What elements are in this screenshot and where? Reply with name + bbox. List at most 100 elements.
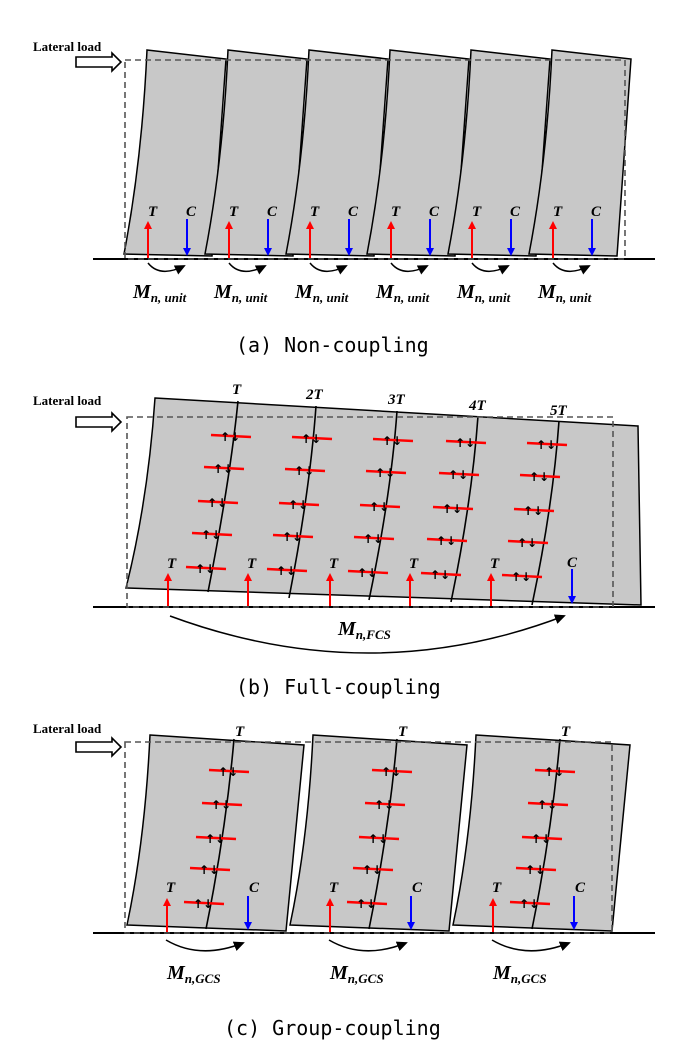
shear-connector (346, 900, 388, 906)
shear-connector (509, 900, 551, 906)
moment-arc-icon (471, 262, 510, 275)
shear-arrows-icon: ↑↓ (294, 464, 314, 478)
coupling-joints-b: T↑↓↑↓↑↓↑↓↑↓2T↑↓↑↓↑↓↑↓↑↓3T↑↓↑↓↑↓↑↓↑↓4T↑↓↑… (185, 382, 568, 606)
compression-label: C (186, 204, 197, 220)
shear-arrows-icon: ↑↓ (282, 530, 302, 544)
moment-label-unit: Mn, unit (537, 281, 592, 305)
moment-arc-icon (228, 262, 267, 275)
shear-connector (358, 835, 400, 841)
shear-arrows-icon: ↑↓ (368, 832, 388, 846)
original-position-outline (126, 416, 614, 608)
tension-label: T (553, 204, 563, 220)
tension-label: T (492, 880, 502, 896)
wall-panel (366, 49, 470, 257)
shear-connector (189, 866, 231, 872)
shear-connector (426, 537, 468, 543)
shear-connector (347, 569, 389, 575)
shear-arrows-icon: ↑↓ (519, 897, 539, 911)
shear-connector (515, 866, 557, 872)
shear-connector (203, 465, 245, 471)
moment-arc-icon (390, 262, 429, 275)
original-position-outline (124, 59, 626, 260)
shear-arrows-icon: ↑↓ (362, 863, 382, 877)
compression-label: C (575, 880, 586, 896)
shear-connector (284, 467, 326, 473)
cumulative-tension-label: 2T (305, 387, 324, 403)
shear-arrows-icon: ↑↓ (531, 832, 551, 846)
shear-arrows-icon: ↑↓ (356, 897, 376, 911)
shear-connector (210, 433, 252, 439)
shear-connector (185, 565, 227, 571)
shear-connector (266, 567, 308, 573)
shear-connector (527, 801, 569, 807)
compression-label: C (249, 880, 260, 896)
shear-arrows-icon: ↑↓ (205, 832, 225, 846)
tension-label: T (247, 556, 257, 572)
shear-connector (420, 571, 462, 577)
shear-connector (372, 437, 414, 443)
cumulative-tension-label: T (232, 382, 242, 398)
vertical-joint (205, 738, 235, 930)
moment-label-unit: Mn, unit (132, 281, 187, 305)
shear-arrows-icon: ↑↓ (536, 438, 556, 452)
shear-connector (352, 866, 394, 872)
joint-tension-label: T (398, 724, 408, 740)
joint-tension-label: T (561, 724, 571, 740)
shear-arrows-icon: ↑↓ (369, 500, 389, 514)
tension-label: T (409, 556, 419, 572)
compression-label: C (348, 204, 359, 220)
moment-arc-icon (309, 262, 348, 275)
shear-arrows-icon: ↑↓ (211, 798, 231, 812)
shear-connector (526, 441, 568, 447)
shear-arrows-icon: ↑↓ (375, 466, 395, 480)
shear-connector (359, 503, 401, 509)
vertical-joint (531, 738, 561, 930)
wall-panel (285, 49, 389, 257)
tension-label: T (329, 880, 339, 896)
shear-arrows-icon: ↑↓ (537, 798, 557, 812)
shear-arrows-icon: ↑↓ (213, 462, 233, 476)
shear-arrows-icon: ↑↓ (436, 534, 456, 548)
wall-group-panel (289, 734, 468, 932)
shear-connector (183, 900, 225, 906)
shear-arrows-icon: ↑↓ (288, 498, 308, 512)
vertical-joint (531, 420, 560, 606)
moment-label-unit: Mn, unit (456, 281, 511, 305)
vertical-joint (207, 400, 239, 593)
shear-connector (208, 768, 250, 774)
tension-label: T (229, 204, 239, 220)
shear-connector (438, 471, 480, 477)
wall-group-panel (126, 734, 305, 932)
shear-connector (201, 801, 243, 807)
shear-arrows-icon: ↑↓ (276, 564, 296, 578)
shear-connector (195, 835, 237, 841)
shear-arrows-icon: ↑↓ (193, 897, 213, 911)
caption-c: (c) Group-coupling (224, 1016, 441, 1040)
compression-label: C (591, 204, 602, 220)
shear-arrows-icon: ↑↓ (525, 863, 545, 877)
caption-a: (a) Non-coupling (236, 333, 429, 357)
shear-connector (197, 499, 239, 505)
moment-label-gcs: Mn,GCS (166, 962, 221, 986)
shear-arrows-icon: ↑↓ (218, 765, 238, 779)
shear-arrows-icon: ↑↓ (220, 430, 240, 444)
cumulative-tension-label: 4T (468, 398, 487, 414)
vertical-joint (368, 410, 398, 601)
lateral-load-label: Lateral load (33, 393, 102, 408)
moment-label-gcs: Mn,GCS (492, 962, 547, 986)
shear-arrows-icon: ↑↓ (195, 562, 215, 576)
shear-connector (365, 469, 407, 475)
panel-b-full-coupling: Lateral load T↑↓↑↓↑↓↑↓↑↓2T↑↓↑↓↑↓↑↓↑↓3T↑↓… (33, 382, 655, 699)
joint-tension-label: T (235, 724, 245, 740)
vertical-joint (450, 415, 479, 603)
shear-connector (519, 473, 561, 479)
tension-label: T (167, 556, 177, 572)
